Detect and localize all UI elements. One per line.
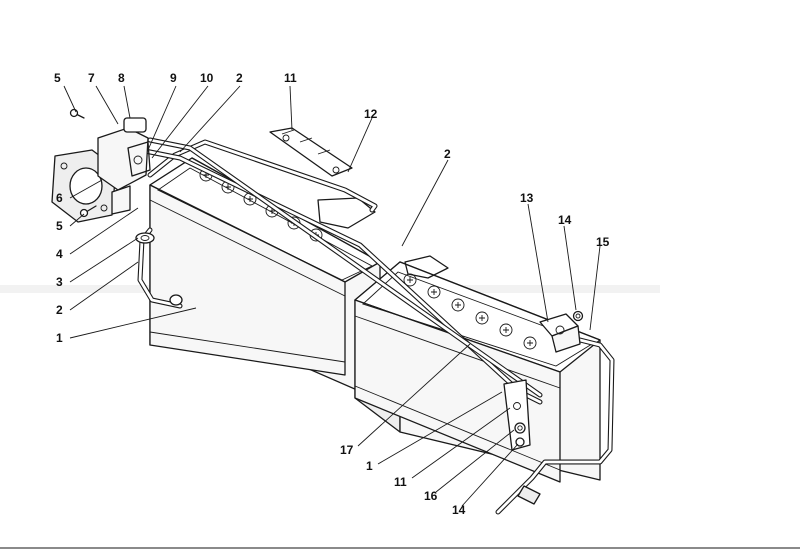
- cable-lug-bottom-left: [169, 294, 183, 306]
- callout-2-top: 2: [236, 71, 243, 85]
- callout-5-left: 5: [56, 219, 63, 233]
- callout-2-right: 2: [444, 147, 451, 161]
- callout-14-bottom: 14: [452, 503, 466, 517]
- callout-1-bottom: 1: [366, 459, 373, 473]
- callout-9: 9: [170, 71, 177, 85]
- callout-10: 10: [200, 71, 214, 85]
- screw-5-upper: [69, 108, 85, 119]
- leader-lines: [63, 85, 601, 507]
- screw-5-lower: [79, 205, 97, 218]
- battery-switch-assembly: [51, 117, 151, 223]
- flange-bore: [69, 167, 103, 205]
- upper-clamp-bracket: [269, 127, 353, 177]
- callout-8: 8: [118, 71, 125, 85]
- callout-11-top: 11: [284, 71, 297, 85]
- callout-5-top: 5: [54, 71, 61, 85]
- terminal-clamp-13: [539, 313, 581, 353]
- callout-6: 6: [56, 191, 63, 205]
- grommet-3: [135, 232, 155, 244]
- callout-14-top: 14: [558, 213, 572, 227]
- callout-15: 15: [596, 235, 610, 249]
- callout-17: 17: [340, 443, 354, 457]
- callout-3: 3: [56, 275, 63, 289]
- nut-14-upper: [572, 310, 584, 322]
- callout-2-left: 2: [56, 303, 63, 317]
- callout-12: 12: [364, 107, 378, 121]
- callout-16: 16: [424, 489, 438, 503]
- battery-right-terminal-block: [404, 255, 449, 279]
- callout-11-bottom: 11: [394, 475, 407, 489]
- callout-7: 7: [88, 71, 95, 85]
- callout-4: 4: [56, 247, 63, 261]
- switch-housing: [97, 127, 149, 191]
- battery-right-cell-caps: [403, 273, 537, 350]
- callout-13: 13: [520, 191, 534, 205]
- callout-1-left: 1: [56, 331, 63, 345]
- battery-left: [149, 157, 381, 401]
- battery-left-terminal-block: [317, 197, 376, 229]
- cable-end-boot: [517, 485, 541, 505]
